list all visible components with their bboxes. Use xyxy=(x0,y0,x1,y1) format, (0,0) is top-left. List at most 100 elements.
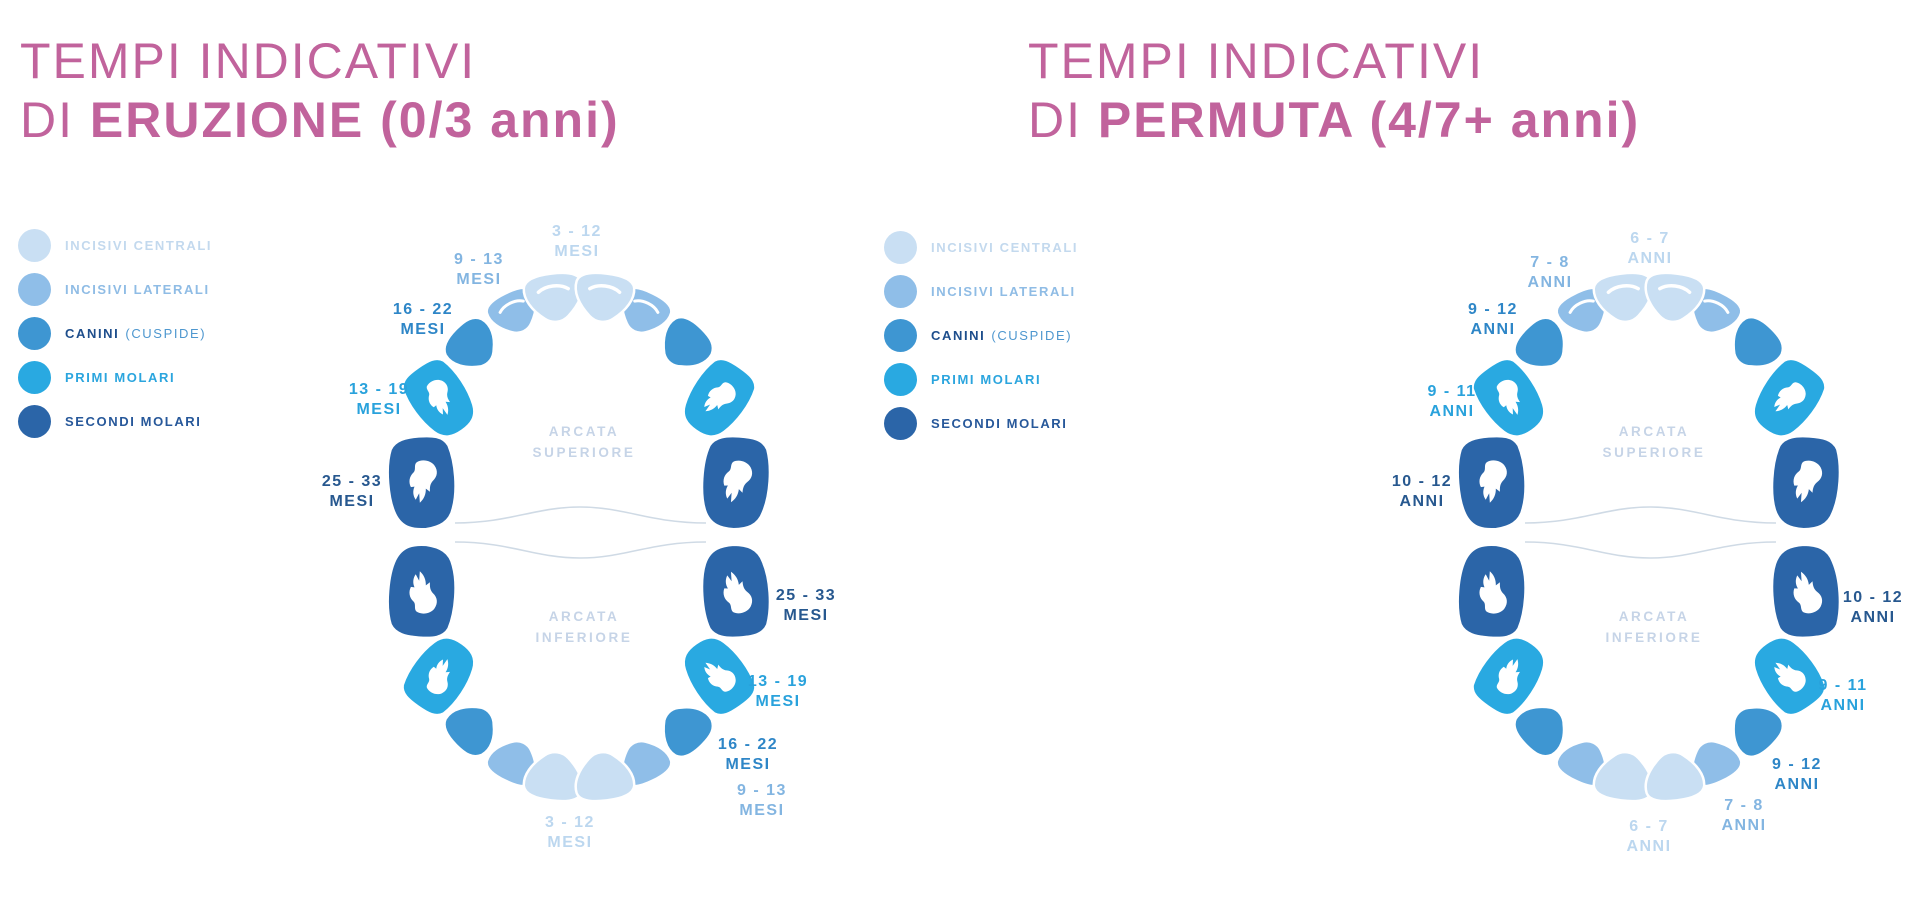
occlusion-line-upper xyxy=(454,506,707,524)
legend-label: CANINI xyxy=(931,328,986,343)
legend-item-canini: CANINI(CUSPIDE) xyxy=(884,319,1078,352)
time-range: 9 - 11 xyxy=(1818,677,1868,694)
tooth-upper-right-first-molar xyxy=(682,357,757,438)
molar-roots-icon xyxy=(426,659,451,695)
legend-swatch-first-molar xyxy=(18,361,51,394)
tooth-lower-left-canine xyxy=(443,705,496,758)
legend-item-primi-molari: PRIMI MOLARI xyxy=(18,361,212,394)
time-range: 9 - 13 xyxy=(454,251,504,268)
title-keyword: ERUZIONE xyxy=(89,92,365,148)
time-range: 7 - 8 xyxy=(1530,254,1570,271)
time-range: 3 - 12 xyxy=(552,223,602,240)
tooth-upper-left-lateral-incisor xyxy=(1555,286,1607,334)
legend-label: CANINI xyxy=(65,326,120,341)
legend-swatch-lateral-incisor xyxy=(884,275,917,308)
incisor-highlight xyxy=(1568,299,1595,314)
tooth-upper-left-canine xyxy=(443,316,496,369)
molar-roots-icon xyxy=(1479,571,1507,614)
legend-label: INCISIVI CENTRALI xyxy=(65,238,213,253)
tooth-lower-left-canine xyxy=(1513,705,1566,758)
time-range: 10 - 12 xyxy=(1391,473,1453,490)
arch-label-line: SUPERIORE xyxy=(1602,445,1706,460)
legend-label-suffix: (CUSPIDE) xyxy=(125,326,207,341)
title-age-range: (4/7+ anni) xyxy=(1353,92,1641,148)
tooth-time-label-central-incisor: 3 - 12 MESI xyxy=(552,222,602,262)
time-unit: MESI xyxy=(739,802,785,819)
time-unit: MESI xyxy=(725,756,771,773)
tooth-lower-right-central-incisor xyxy=(1644,750,1706,803)
time-unit: ANNI xyxy=(1820,697,1866,714)
tooth-time-label-first-molar: 9 - 11 ANNI xyxy=(1818,676,1867,716)
time-range: 16 - 22 xyxy=(717,736,779,753)
molar-roots-icon xyxy=(1496,659,1521,695)
time-range: 9 - 11 xyxy=(1427,383,1477,400)
incisor-highlight xyxy=(1658,284,1692,295)
title-line2: DI ERUZIONE (0/3 anni) xyxy=(20,91,620,150)
arch-label-superiore: ARCATA SUPERIORE xyxy=(1603,421,1706,463)
tooth-lower-right-first-molar xyxy=(682,636,757,717)
occlusion-line-upper xyxy=(1524,506,1777,524)
tooth-upper-left-first-molar xyxy=(1471,357,1546,438)
arch-label-line: ARCATA xyxy=(548,424,620,439)
time-range: 13 - 19 xyxy=(348,381,410,398)
tooth-lower-right-central-incisor xyxy=(574,750,636,803)
time-range: 6 - 7 xyxy=(1629,818,1669,835)
tooth-lower-left-first-molar xyxy=(401,636,476,717)
legend-swatch-second-molar xyxy=(884,407,917,440)
time-unit: ANNI xyxy=(1399,493,1445,510)
tooth-lower-right-lateral-incisor xyxy=(1691,740,1743,788)
molar-roots-icon xyxy=(426,379,451,415)
arch-label-superiore: ARCATA SUPERIORE xyxy=(533,421,636,463)
legend-item-secondi-molari: SECONDI MOLARI xyxy=(18,405,212,438)
legend-swatch-first-molar xyxy=(884,363,917,396)
title-prefix: DI xyxy=(1028,92,1098,148)
legend-label: INCISIVI LATERALI xyxy=(931,284,1076,299)
arch-label-inferiore: ARCATA INFERIORE xyxy=(536,606,633,648)
tooth-upper-left-second-molar xyxy=(1456,434,1527,531)
tooth-upper-right-lateral-incisor xyxy=(621,286,673,334)
title-line1: TEMPI INDICATIVI xyxy=(1028,33,1485,89)
tooth-upper-right-second-molar xyxy=(1770,434,1842,531)
incisor-highlight xyxy=(588,284,622,295)
time-range: 16 - 22 xyxy=(392,301,454,318)
title-line2: DI PERMUTA (4/7+ anni) xyxy=(1028,91,1640,150)
tooth-time-label-canine: 16 - 22 MESI xyxy=(718,735,778,775)
occlusion-line-lower xyxy=(1524,541,1777,559)
legend-item-secondi-molari: SECONDI MOLARI xyxy=(884,407,1078,440)
time-unit: ANNI xyxy=(1626,838,1672,855)
tooth-upper-right-canine xyxy=(1732,315,1785,368)
legend-item-primi-molari: PRIMI MOLARI xyxy=(884,363,1078,396)
time-unit: MESI xyxy=(755,693,801,710)
time-range: 13 - 19 xyxy=(747,673,809,690)
molar-roots-icon xyxy=(704,662,736,692)
molar-roots-icon xyxy=(1774,662,1806,692)
molar-roots-icon xyxy=(723,460,753,503)
time-unit: MESI xyxy=(547,834,593,851)
time-unit: MESI xyxy=(554,243,600,260)
tooth-upper-right-central-incisor xyxy=(574,271,636,324)
arch-label-line: ARCATA xyxy=(1618,609,1690,624)
legend-item-incisivi-centrali: INCISIVI CENTRALI xyxy=(884,231,1078,264)
molar-roots-icon xyxy=(1479,460,1507,503)
tooth-upper-left-lateral-incisor xyxy=(485,286,537,334)
tooth-upper-right-canine xyxy=(662,315,715,368)
occlusion-line-lower xyxy=(454,541,707,559)
time-range: 25 - 33 xyxy=(321,473,383,490)
time-range: 25 - 33 xyxy=(775,587,837,604)
molar-roots-icon xyxy=(409,571,437,614)
tooth-upper-left-second-molar xyxy=(386,434,457,531)
time-range: 7 - 8 xyxy=(1724,797,1764,814)
tooth-lower-right-first-molar xyxy=(1752,636,1827,717)
legend-item-canini: CANINI (CUSPIDE) xyxy=(18,317,212,350)
time-unit: MESI xyxy=(400,321,446,338)
tooth-lower-right-lateral-incisor xyxy=(621,740,673,788)
